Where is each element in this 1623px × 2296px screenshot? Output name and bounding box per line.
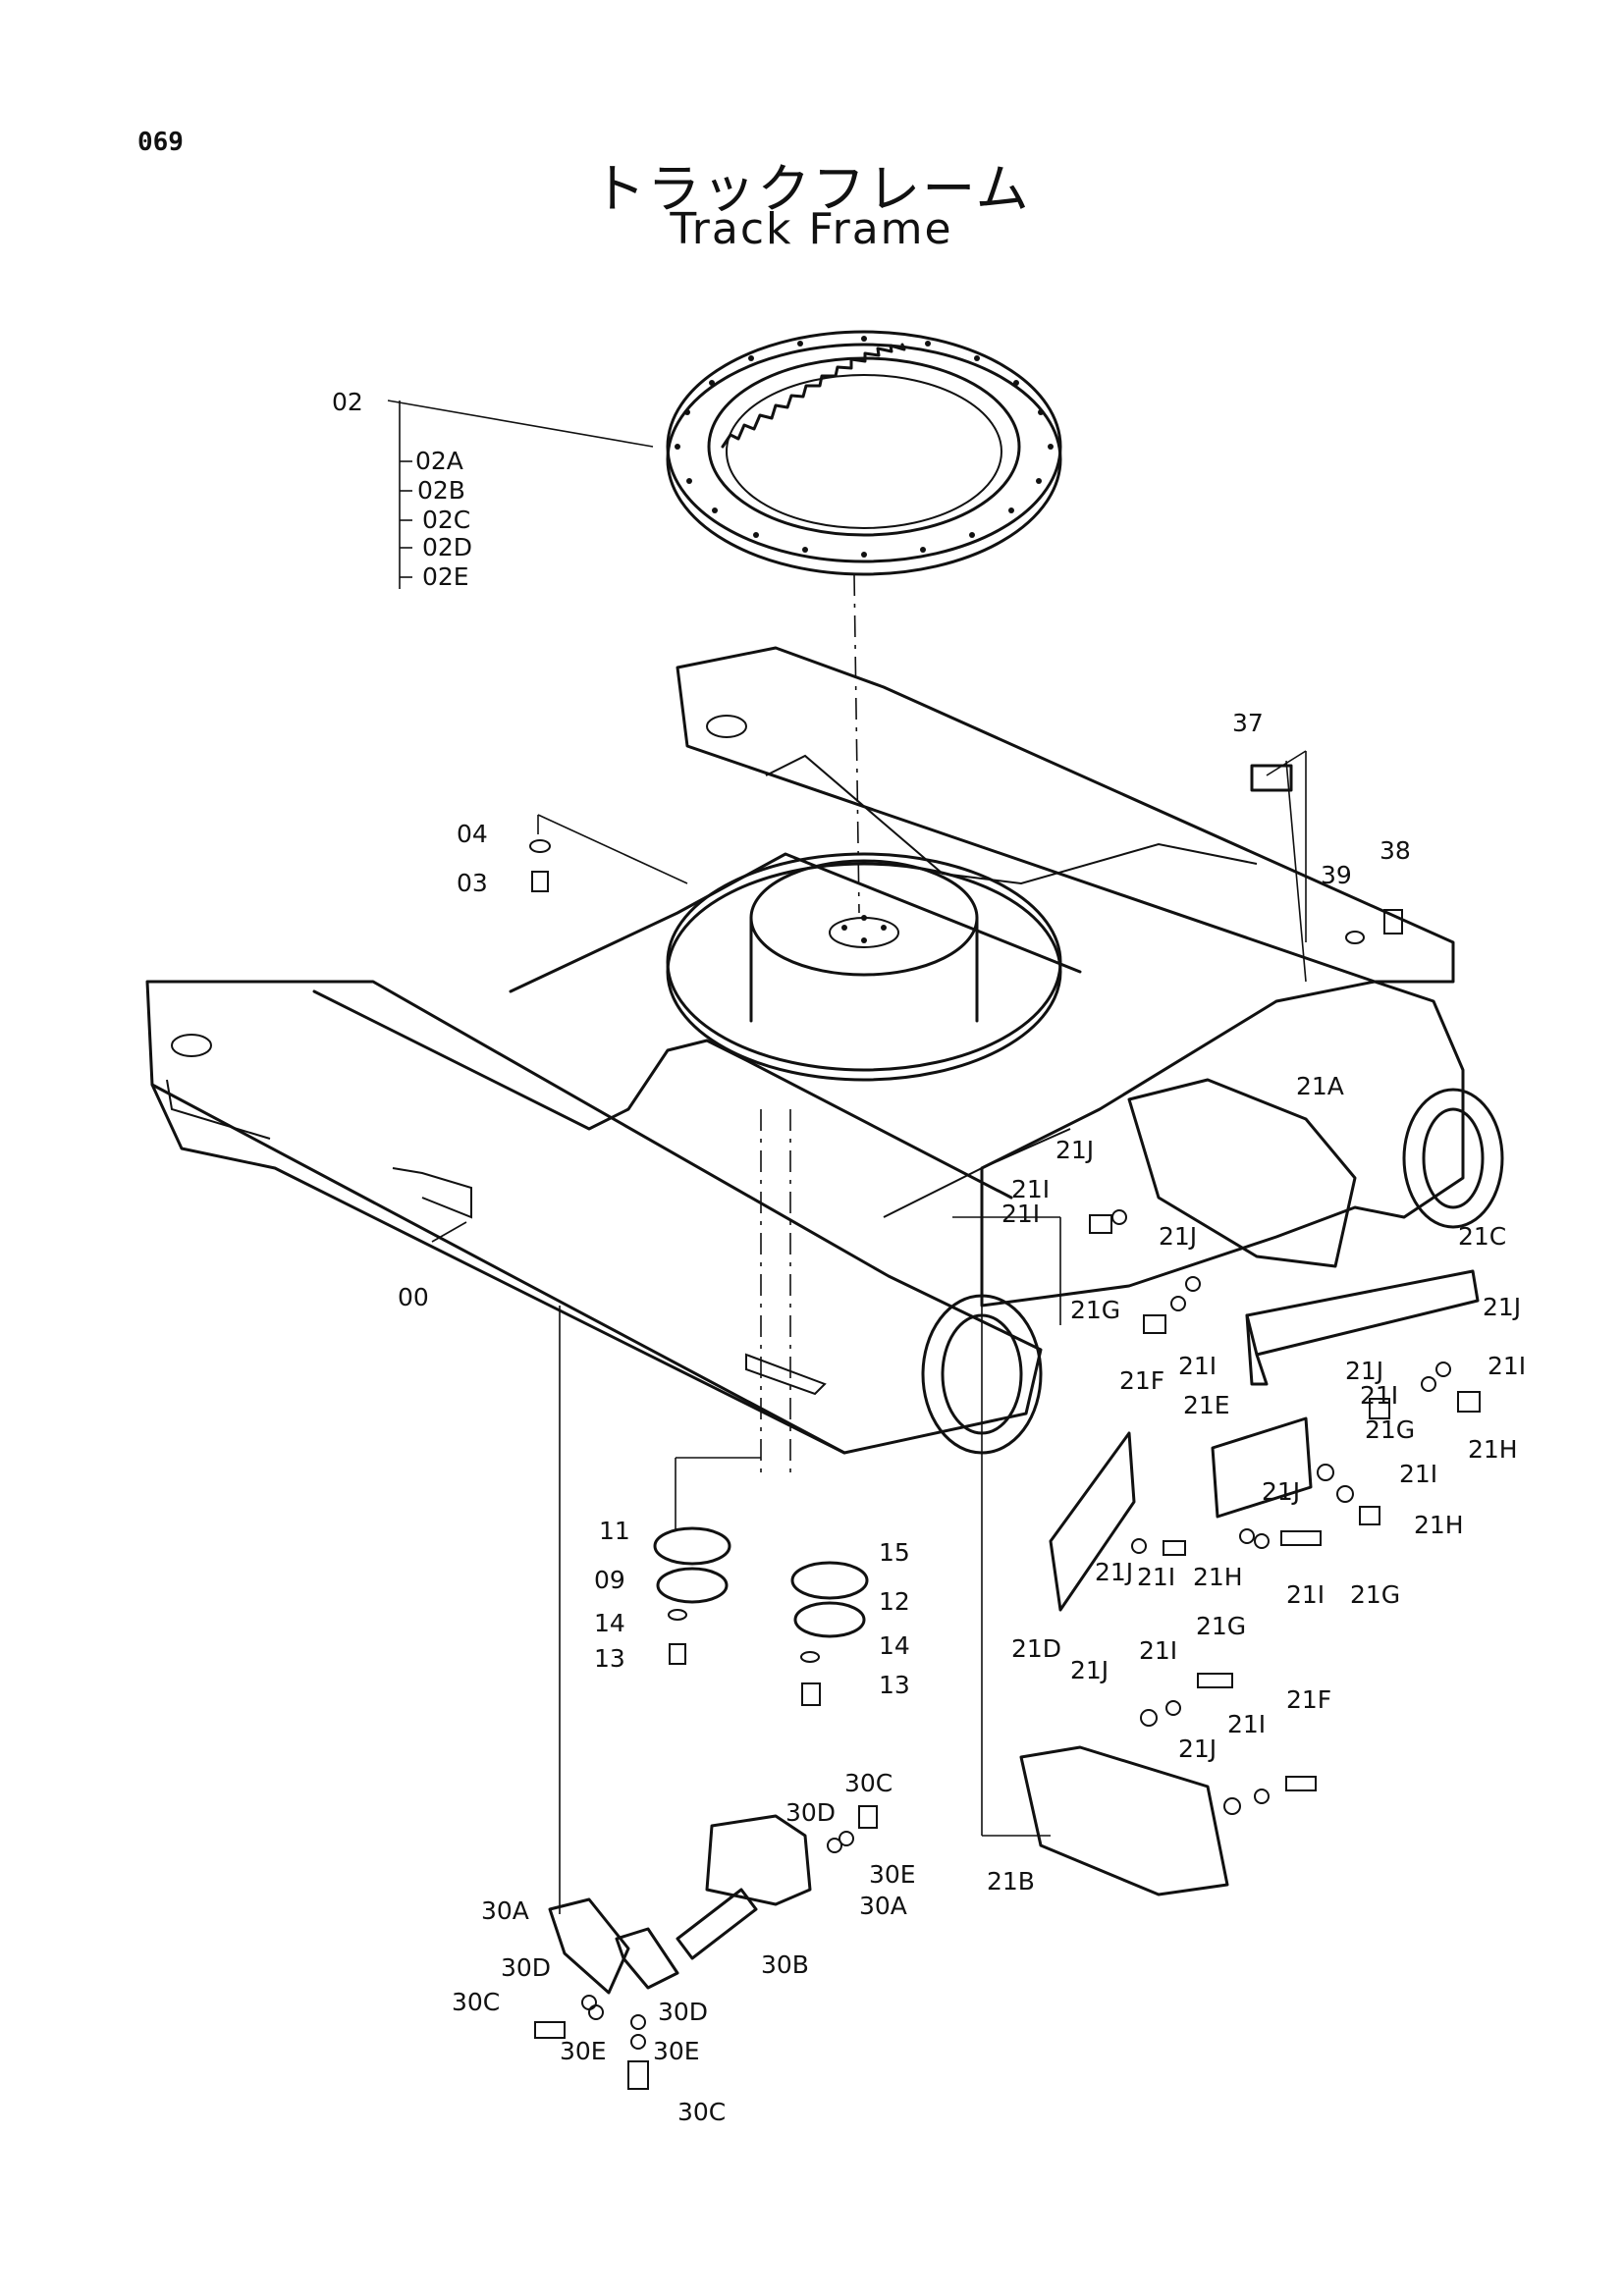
label-21i-7: 21I [1137, 1563, 1175, 1591]
label-21j-2: 21J [1159, 1222, 1197, 1251]
label-37: 37 [1232, 709, 1264, 737]
label-21e: 21E [1183, 1391, 1230, 1419]
label-30b: 30B [761, 1950, 809, 1979]
label-21g-4: 21G [1196, 1612, 1246, 1640]
page-number: 069 [137, 128, 184, 157]
label-30e-1: 30E [869, 1860, 916, 1889]
label-02a: 02A [415, 447, 463, 475]
label-21j-7: 21J [1070, 1656, 1109, 1684]
label-21i-2: 21I [1178, 1352, 1217, 1380]
label-02b: 02B [417, 476, 465, 505]
label-21i-3: 21I [1488, 1352, 1526, 1380]
label-38: 38 [1380, 836, 1411, 865]
label-21h-3: 21H [1193, 1563, 1243, 1591]
label-13-b: 13 [879, 1671, 910, 1699]
label-02c: 02C [422, 506, 470, 534]
label-30c-1: 30C [844, 1769, 893, 1797]
label-21j-8: 21J [1178, 1735, 1217, 1763]
label-21j-5: 21J [1262, 1477, 1300, 1506]
label-21j-4: 21J [1345, 1357, 1383, 1385]
label-21i-5: 21I [1399, 1460, 1437, 1488]
label-21g-1: 21G [1070, 1296, 1120, 1324]
label-21i-8: 21I [1139, 1636, 1177, 1665]
label-03: 03 [457, 869, 488, 897]
label-39: 39 [1321, 861, 1352, 889]
label-21j-1: 21J [1055, 1136, 1094, 1164]
label-14-b: 14 [879, 1631, 910, 1660]
label-21f-1: 21F [1119, 1366, 1164, 1395]
label-21h-1: 21H [1468, 1435, 1518, 1464]
label-11: 11 [599, 1517, 630, 1545]
track-frame-body [145, 646, 1504, 1455]
label-02e: 02E [422, 562, 469, 591]
label-21d: 21D [1011, 1634, 1061, 1663]
label-21i-4: 21I [1360, 1381, 1398, 1410]
label-09: 09 [594, 1566, 625, 1594]
label-30e-3: 30E [653, 2037, 700, 2065]
label-21g-3: 21G [1350, 1580, 1400, 1609]
label-15: 15 [879, 1538, 910, 1567]
ring-bolt-holes [675, 336, 1054, 558]
label-21j-3: 21J [1483, 1293, 1521, 1321]
swing-bearing-ring [666, 330, 1062, 576]
label-30a-2: 30A [481, 1896, 529, 1925]
label-13-a: 13 [594, 1644, 625, 1673]
hardware-parts [529, 764, 1481, 2090]
label-30c-2: 30C [452, 1988, 500, 2016]
label-21b: 21B [987, 1867, 1035, 1896]
title-english: Track Frame [670, 204, 953, 254]
leader-lines [387, 400, 1307, 1914]
label-14-a: 14 [594, 1609, 625, 1637]
label-21i-1: 21I [1011, 1175, 1050, 1203]
label-21i-10: 21I [1001, 1200, 1040, 1228]
part-labels: 02 02A 02B 02C 02D 02E 04 03 00 11 09 14… [332, 388, 1526, 2126]
label-21f-2: 21F [1286, 1685, 1331, 1714]
label-00: 00 [398, 1283, 429, 1311]
title-japanese: トラックフレーム [592, 158, 1031, 220]
label-12: 12 [879, 1587, 910, 1616]
label-00-02: 02 [332, 388, 363, 416]
label-30a-1: 30A [859, 1892, 907, 1920]
label-21c: 21C [1458, 1222, 1506, 1251]
label-30c-3: 30C [677, 2098, 726, 2126]
label-30e-2: 30E [560, 2037, 607, 2065]
label-21i-6: 21I [1286, 1580, 1325, 1609]
label-21h-2: 21H [1414, 1511, 1464, 1539]
label-21a: 21A [1296, 1072, 1344, 1100]
label-21j-6: 21J [1095, 1558, 1133, 1586]
label-30d-3: 30D [658, 1998, 708, 2026]
label-30d-2: 30D [501, 1953, 551, 1982]
label-21g-2: 21G [1365, 1415, 1415, 1444]
label-21i-9: 21I [1227, 1710, 1266, 1738]
label-02d: 02D [422, 533, 472, 561]
label-04: 04 [457, 820, 488, 848]
label-30d-1: 30D [785, 1798, 836, 1827]
